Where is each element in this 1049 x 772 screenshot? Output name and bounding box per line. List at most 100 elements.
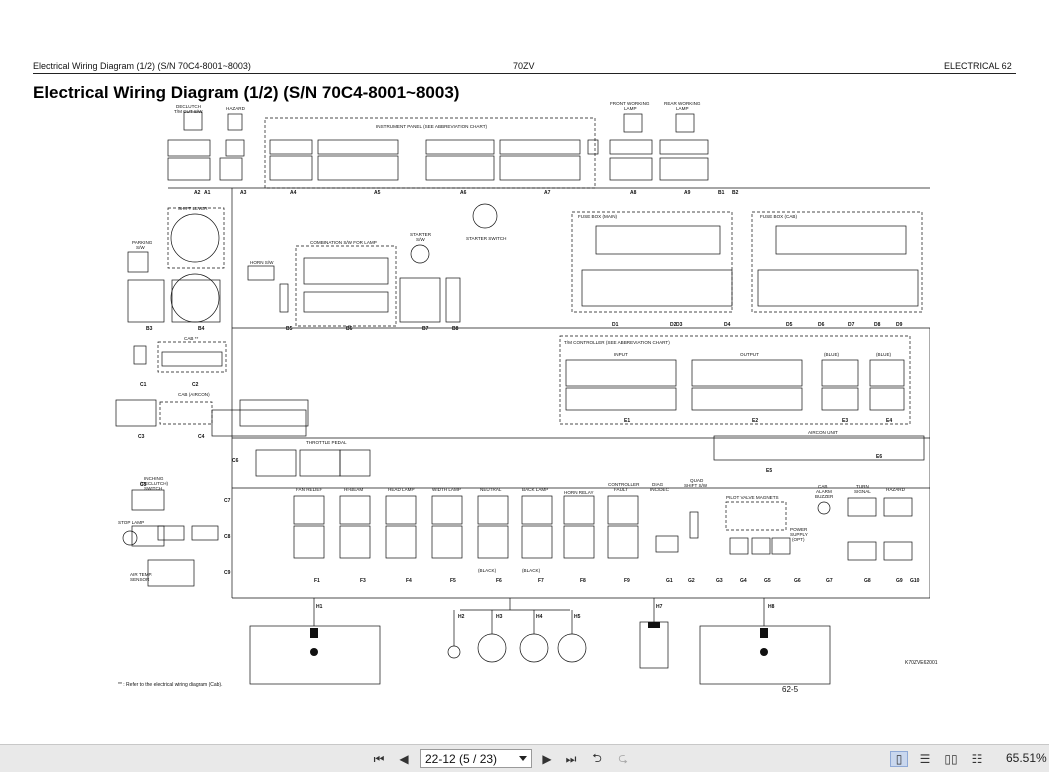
continuous-view-button[interactable]: ☰ [916, 751, 934, 767]
label-input: INPUT [614, 352, 628, 357]
wiring-schematic: DECLUTCH T/M CUT S/W HAZARD INSTRUMENT P… [115, 101, 930, 685]
connector-label: G6 [794, 578, 801, 584]
single-page-view-button[interactable]: ▯ [890, 751, 908, 767]
connector-label: B5 [286, 326, 293, 332]
connector-label: C8 [224, 534, 231, 540]
facing-view-button[interactable]: ▯▯ [942, 751, 960, 767]
connector-label: A9 [684, 190, 691, 196]
label-neutral: NEUTRAL [480, 487, 502, 492]
facing-pages-icon: ▯▯ [944, 752, 958, 766]
label-hazard-top: HAZARD [226, 106, 246, 111]
connector-label: B6 [346, 326, 353, 332]
connector-label: E2 [752, 418, 758, 424]
connector-label: G10 [910, 578, 920, 584]
label-quad: QUAD [690, 478, 704, 483]
connector-label: D2 [670, 322, 677, 328]
label-inc-dec: INC/DEC [650, 487, 670, 492]
connector-label: B8 [452, 326, 459, 332]
connector-label: A7 [544, 190, 551, 196]
connector-label: C9 [224, 570, 231, 576]
label-horn-sw: HORN S/W [250, 260, 274, 265]
label-instrument-panel: INSTRUMENT PANEL (SEE ABBREVIATION CHART… [376, 124, 488, 129]
previous-page-button[interactable]: ◀ [395, 751, 413, 767]
label-front-working: FRONT WORKING [610, 101, 650, 106]
connector-label: E1 [624, 418, 630, 424]
previous-page-icon: ◀ [399, 752, 409, 766]
connector-label: F1 [314, 578, 320, 584]
connector-label: D6 [818, 322, 825, 328]
label-back-lamp: BACK LAMP [522, 487, 548, 492]
label-turn: TURN [856, 484, 869, 489]
label-shift-sw: SHIFT S/W [684, 483, 708, 488]
label-cab-alarm: CAB [818, 484, 827, 489]
label-declutch: DECLUTCH [176, 104, 201, 109]
viewer-toolbar: ⏮ ◀ 22-12 (5 / 23) ▶ ⏭ ⮌ ⮎ ▯ ☰ ▯▯ ☷ 65.5… [0, 744, 1049, 772]
label-fuse-cab: FUSE BOX (CAB) [760, 214, 797, 219]
connector-label: F3 [360, 578, 366, 584]
footnote: ** : Refer to the electrical wiring diag… [118, 682, 223, 688]
label-pilot-valve: PILOT VALVE MAGNETS [726, 495, 779, 500]
connector-label: G3 [716, 578, 723, 584]
label-opt: (OPT) [792, 537, 805, 542]
label-hazard-bottom: HAZARD [886, 487, 906, 492]
label-cab-aircon: CAB (AIRCON) [178, 392, 210, 397]
connector-label: B1 [718, 190, 725, 196]
label-combination-sw: COMBINATION S/W FOR LAMP [310, 240, 377, 245]
label-shift-lever: SHIFT LEVER [178, 206, 208, 211]
header-rule [33, 73, 1016, 74]
connector-label: C6 [232, 458, 239, 464]
label-starter-sw: S/W [416, 237, 425, 242]
connector-label: C4 [198, 434, 205, 440]
label-tm-controller: T/M CONTROLLER (SEE ABBREVIATION CHART) [564, 340, 670, 345]
first-page-button[interactable]: ⏮ [370, 751, 388, 767]
connector-label: A6 [460, 190, 467, 196]
continuous-facing-view-button[interactable]: ☷ [968, 751, 986, 767]
first-page-icon: ⏮ [373, 751, 385, 766]
connector-label: E3 [842, 418, 848, 424]
connector-label: G9 [896, 578, 903, 584]
label-head-lamp: HEAD LAMP [388, 487, 415, 492]
connector-label: G5 [764, 578, 771, 584]
connector-label: H1 [316, 604, 323, 610]
connector-label: C2 [192, 382, 199, 388]
connector-label: B3 [146, 326, 153, 332]
label-starter-switch: STARTER SWITCH [466, 236, 506, 241]
forward-button[interactable]: ⮎ [614, 751, 632, 767]
connector-label: E4 [886, 418, 892, 424]
page-selector[interactable]: 22-12 (5 / 23) [420, 749, 532, 768]
page-title: Electrical Wiring Diagram (1/2) (S/N 70C… [33, 83, 460, 102]
forward-icon: ⮎ [618, 750, 628, 765]
connector-label: C5 [140, 482, 147, 488]
chevron-down-icon [519, 756, 527, 761]
zoom-level[interactable]: 65.51% [1006, 751, 1047, 765]
label-air-temp: AIR TEMP. [130, 572, 152, 577]
back-button[interactable]: ⮌ [588, 751, 606, 767]
back-icon: ⮌ [592, 750, 602, 765]
connector-label: F7 [538, 578, 544, 584]
connector-label: G4 [740, 578, 747, 584]
connector-label: D8 [874, 322, 881, 328]
connector-label: F4 [406, 578, 412, 584]
next-page-button[interactable]: ▶ [538, 751, 556, 767]
connector-label: H2 [458, 614, 465, 620]
connector-label: D7 [848, 322, 855, 328]
label-rear-lamp: LAMP [676, 106, 689, 111]
connector-label: C7 [224, 498, 231, 504]
connector-label: H7 [656, 604, 663, 610]
running-header-center: 70ZV [513, 61, 535, 71]
label-blue-1: (BLUE) [824, 352, 840, 357]
connector-label: E6 [876, 454, 882, 460]
label-parking: PARKING [132, 240, 153, 245]
connector-label: E5 [766, 468, 772, 474]
last-page-button[interactable]: ⏭ [562, 751, 580, 767]
running-header-left: Electrical Wiring Diagram (1/2) (S/N 70C… [33, 61, 251, 71]
document-viewport: Electrical Wiring Diagram (1/2) (S/N 70C… [0, 0, 1049, 744]
connector-label: D5 [786, 322, 793, 328]
label-hi-beam: HI-BEAM [344, 487, 363, 492]
continuous-page-icon: ☰ [919, 752, 931, 766]
connector-label: B2 [732, 190, 739, 196]
single-page-icon: ▯ [895, 752, 903, 766]
connector-label: C1 [140, 382, 147, 388]
label-parking-sw: S/W [136, 245, 145, 250]
label-front-lamp: LAMP [624, 106, 637, 111]
